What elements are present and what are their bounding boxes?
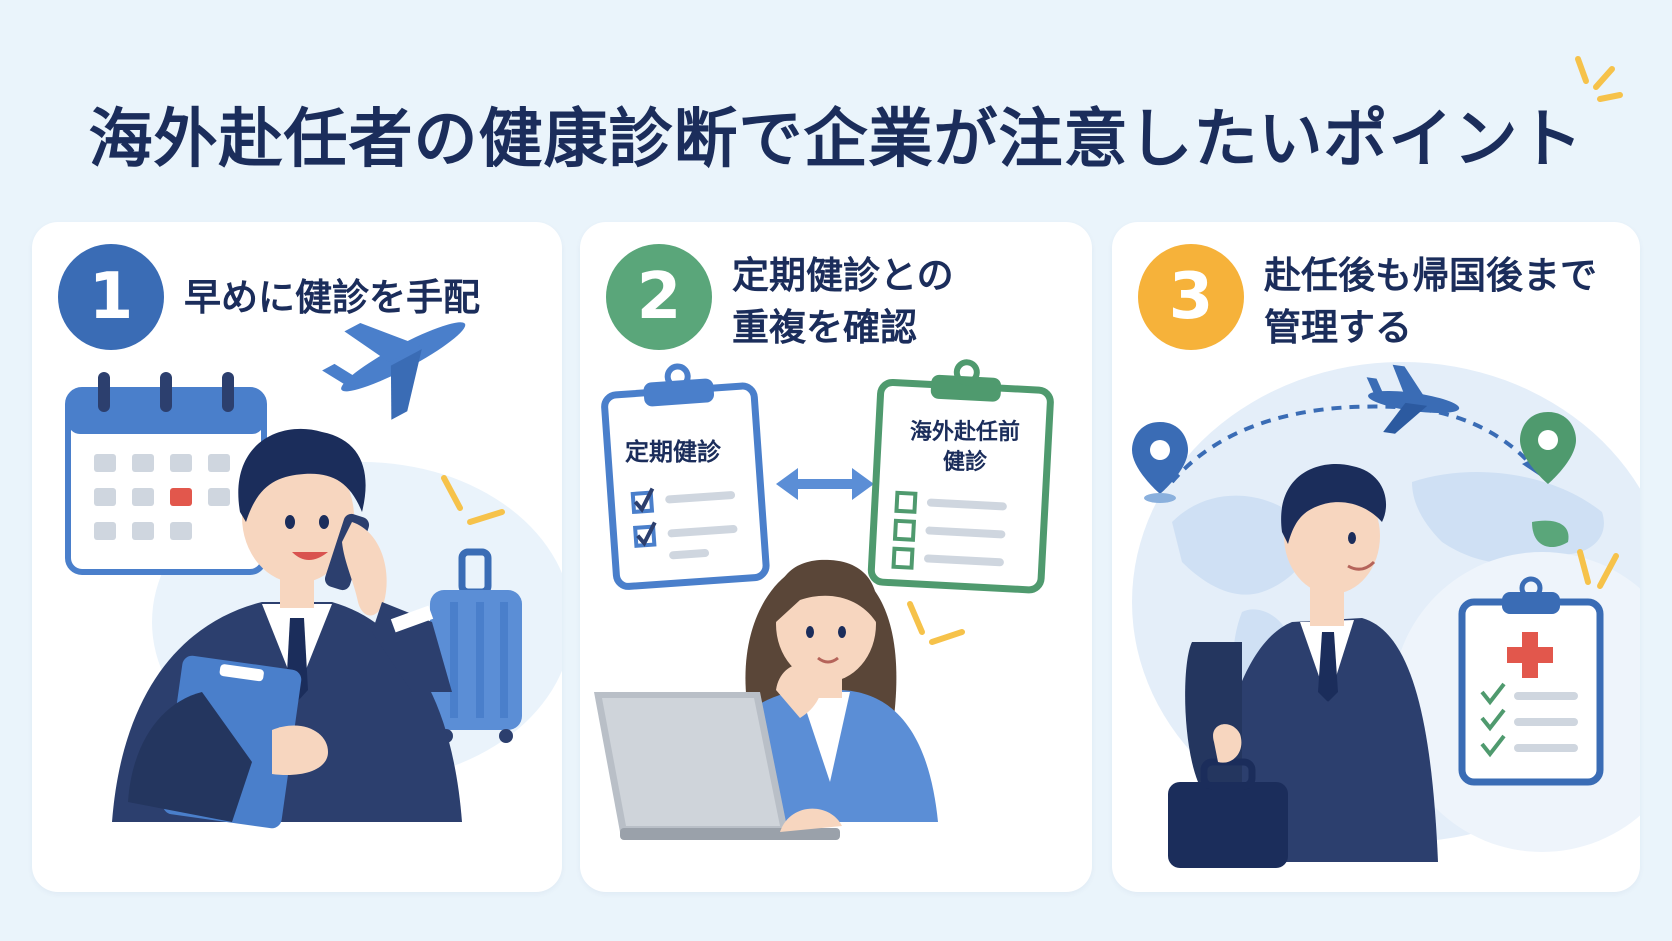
point-card-1: 1 早めに健診を手配	[32, 222, 562, 892]
sparkle-icon	[1575, 56, 1623, 102]
medical-clipboard-icon	[1458, 576, 1604, 786]
location-pin-icon	[1520, 412, 1576, 484]
clipboard-icon	[867, 359, 1054, 594]
point-number-badge: 1	[58, 244, 164, 350]
suitcase-icon	[430, 548, 522, 743]
calendar-icon	[65, 372, 267, 575]
page-title: 海外赴任者の健康診断で企業が注意したいポイント	[88, 103, 1584, 177]
airplane-icon	[1366, 364, 1460, 434]
airplane-icon	[322, 322, 466, 420]
traveling-businessman-illustration	[1132, 362, 1640, 868]
point-number-badge: 3	[1138, 244, 1244, 350]
laptop-icon	[594, 692, 840, 840]
businessman-calling-illustration	[65, 322, 562, 829]
clipboard-icon	[601, 363, 770, 590]
point-heading: 定期健診との 重複を確認	[732, 254, 954, 349]
point-number-badge: 2	[606, 244, 712, 350]
clipboard-label-pre-assignment: 海外赴任前 健診	[909, 420, 1020, 475]
point-card-3: 3 赴任後も帰国後まで 管理する	[1112, 222, 1640, 892]
woman-comparing-checkups-illustration	[594, 359, 1054, 840]
point-heading: 早めに健診を手配	[184, 276, 480, 319]
location-pin-icon	[1132, 422, 1188, 503]
point-card-2: 2 定期健診との 重複を確認	[580, 222, 1092, 892]
briefcase-icon	[1168, 758, 1288, 868]
double-arrow-icon	[776, 468, 874, 500]
clipboard-label-regular: 定期健診	[625, 438, 721, 466]
point-heading: 赴任後も帰国後まで 管理する	[1264, 254, 1597, 349]
